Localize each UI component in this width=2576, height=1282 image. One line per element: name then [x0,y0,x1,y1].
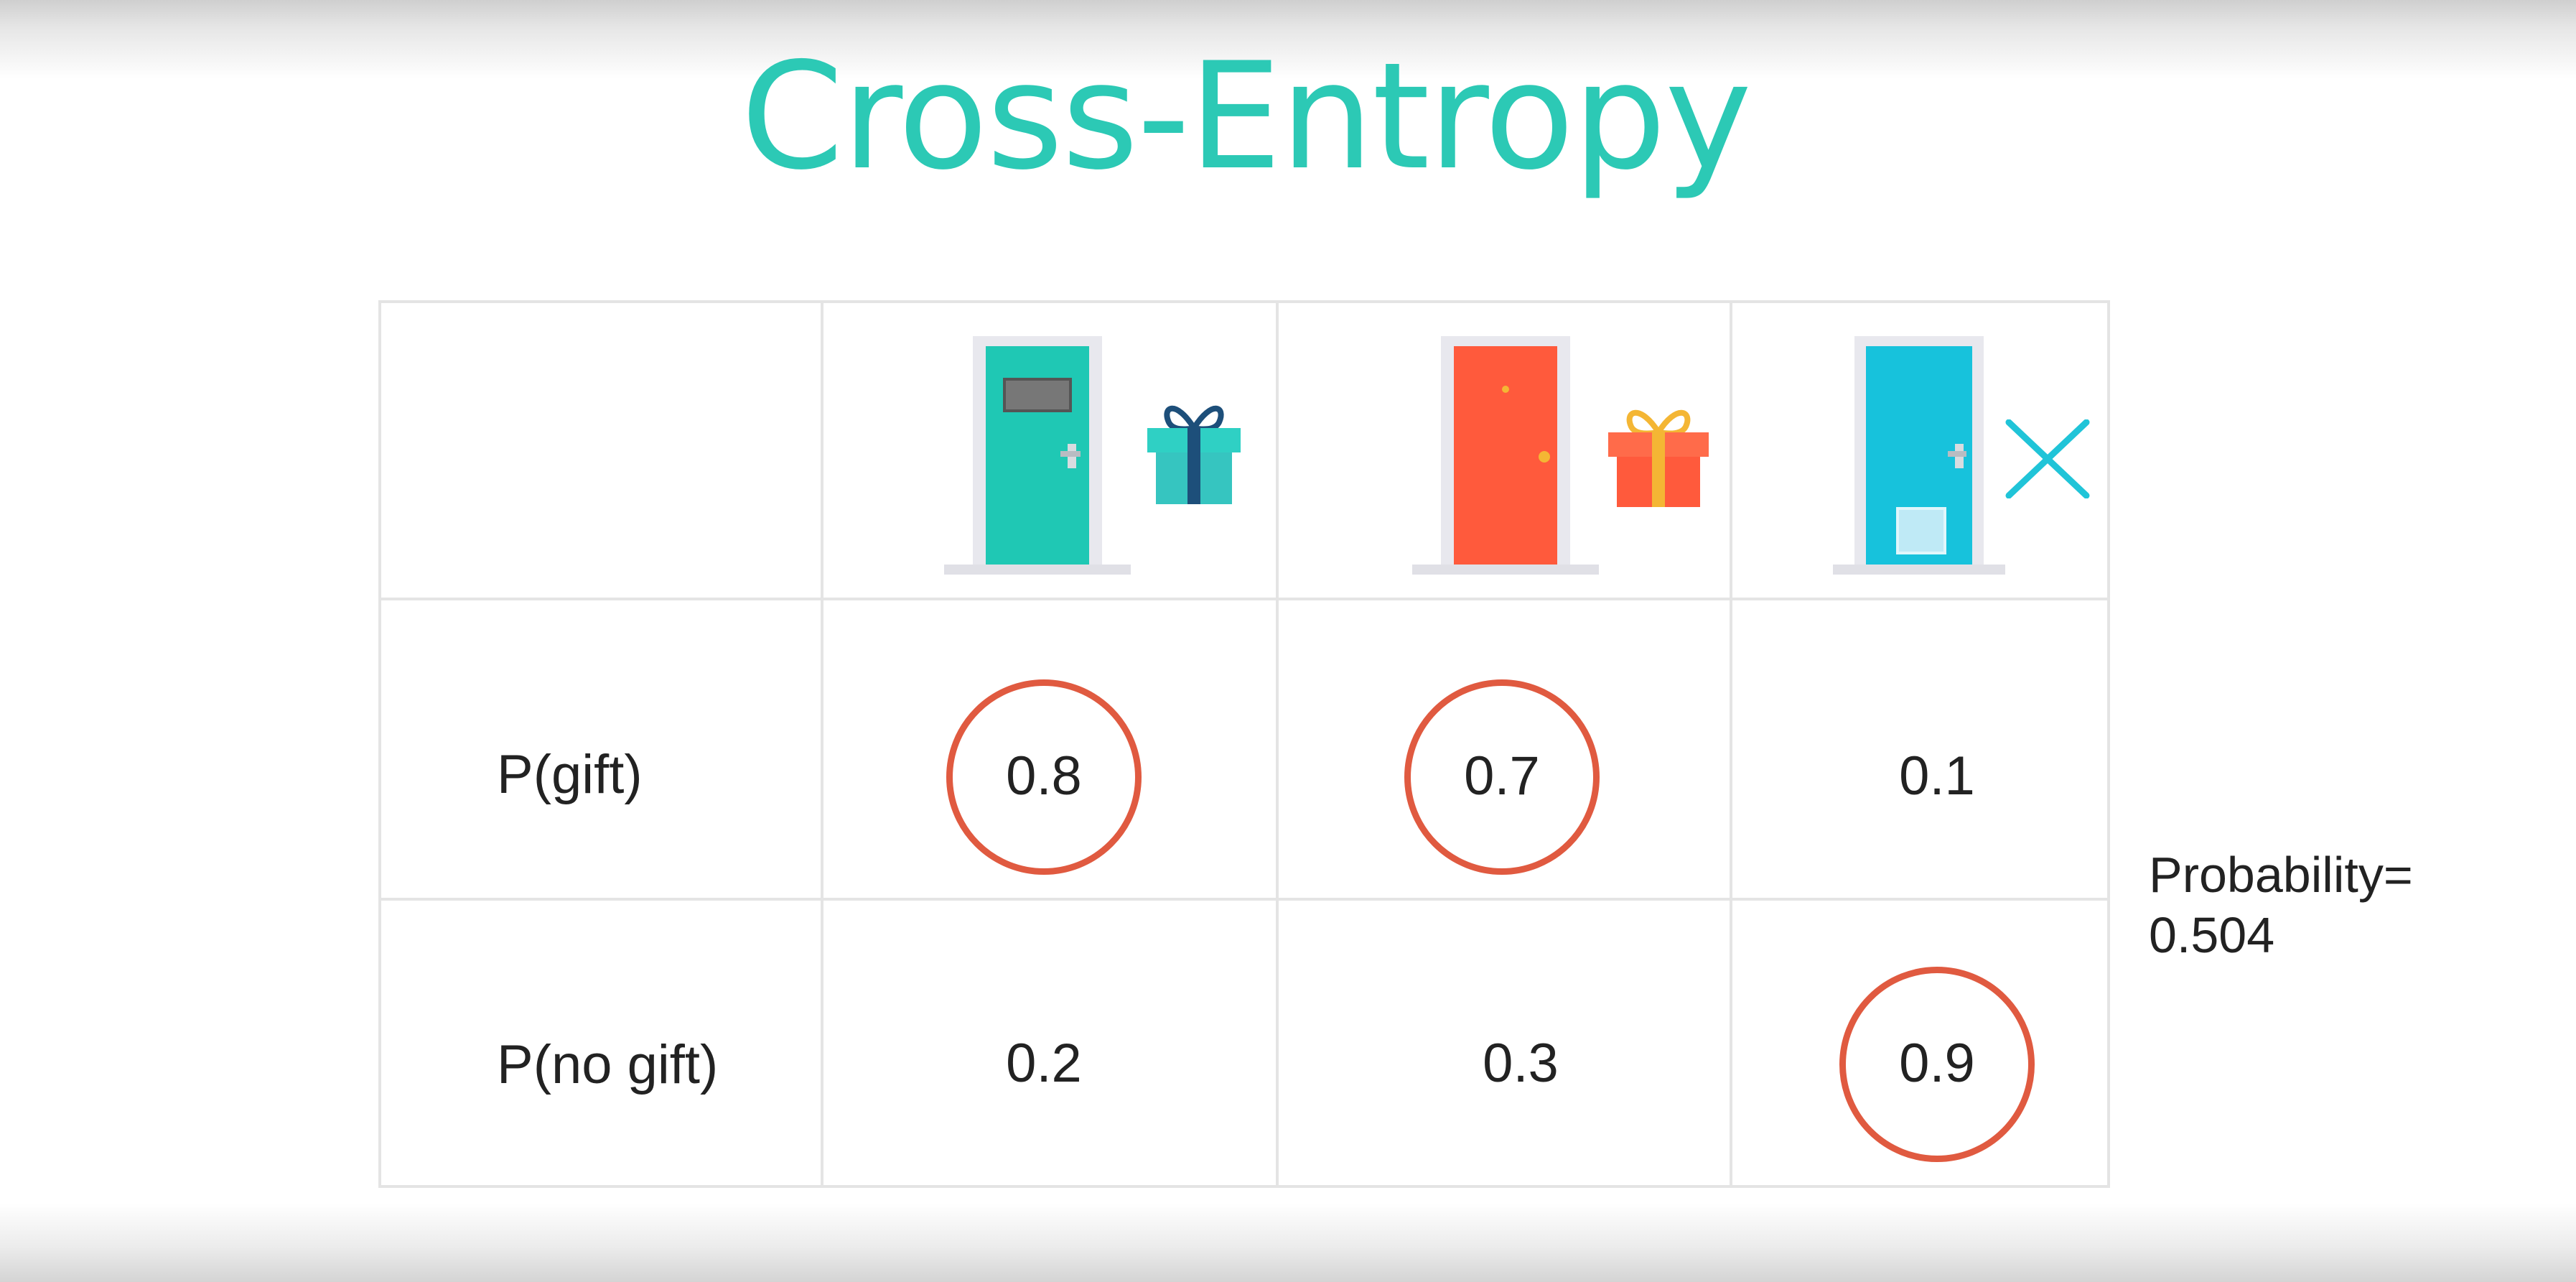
probability-note: Probability= 0.504 [2149,845,2413,965]
p-gift-value: 0.7 [1464,745,1540,807]
row-divider [381,598,2107,600]
gift-icon [1608,409,1709,507]
orange-door-icon [1412,336,1599,575]
p-no-gift-value: 0.2 [1006,1033,1082,1094]
gift-icon [1147,405,1241,504]
probability-value: 0.504 [2149,907,2275,963]
p-gift-value: 0.1 [1899,745,1975,807]
p-gift-value: 0.8 [1006,745,1082,807]
p-no-gift-value: 0.9 [1899,1033,1975,1094]
row-label-p-no-gift: P(no gift) [497,1034,719,1095]
column-divider [821,303,823,1185]
row-label-p-gift: P(gift) [497,744,643,805]
top-shadow [0,0,2576,79]
highlight-circle [1839,967,2035,1162]
probability-table [378,300,2110,1188]
p-no-gift-value: 0.3 [1483,1033,1559,1094]
highlight-circle [1404,679,1600,875]
page-title: Cross-Entropy [740,32,1752,203]
highlight-circle [946,679,1142,875]
cross-icon [2005,419,2090,498]
row-divider [381,898,2107,901]
blue-door-icon [1833,336,2005,575]
column-divider [1276,303,1279,1185]
teal-door-icon [944,336,1131,575]
probability-label: Probability= [2149,847,2413,903]
column-divider [1730,303,1732,1185]
bottom-shadow [0,1203,2576,1282]
